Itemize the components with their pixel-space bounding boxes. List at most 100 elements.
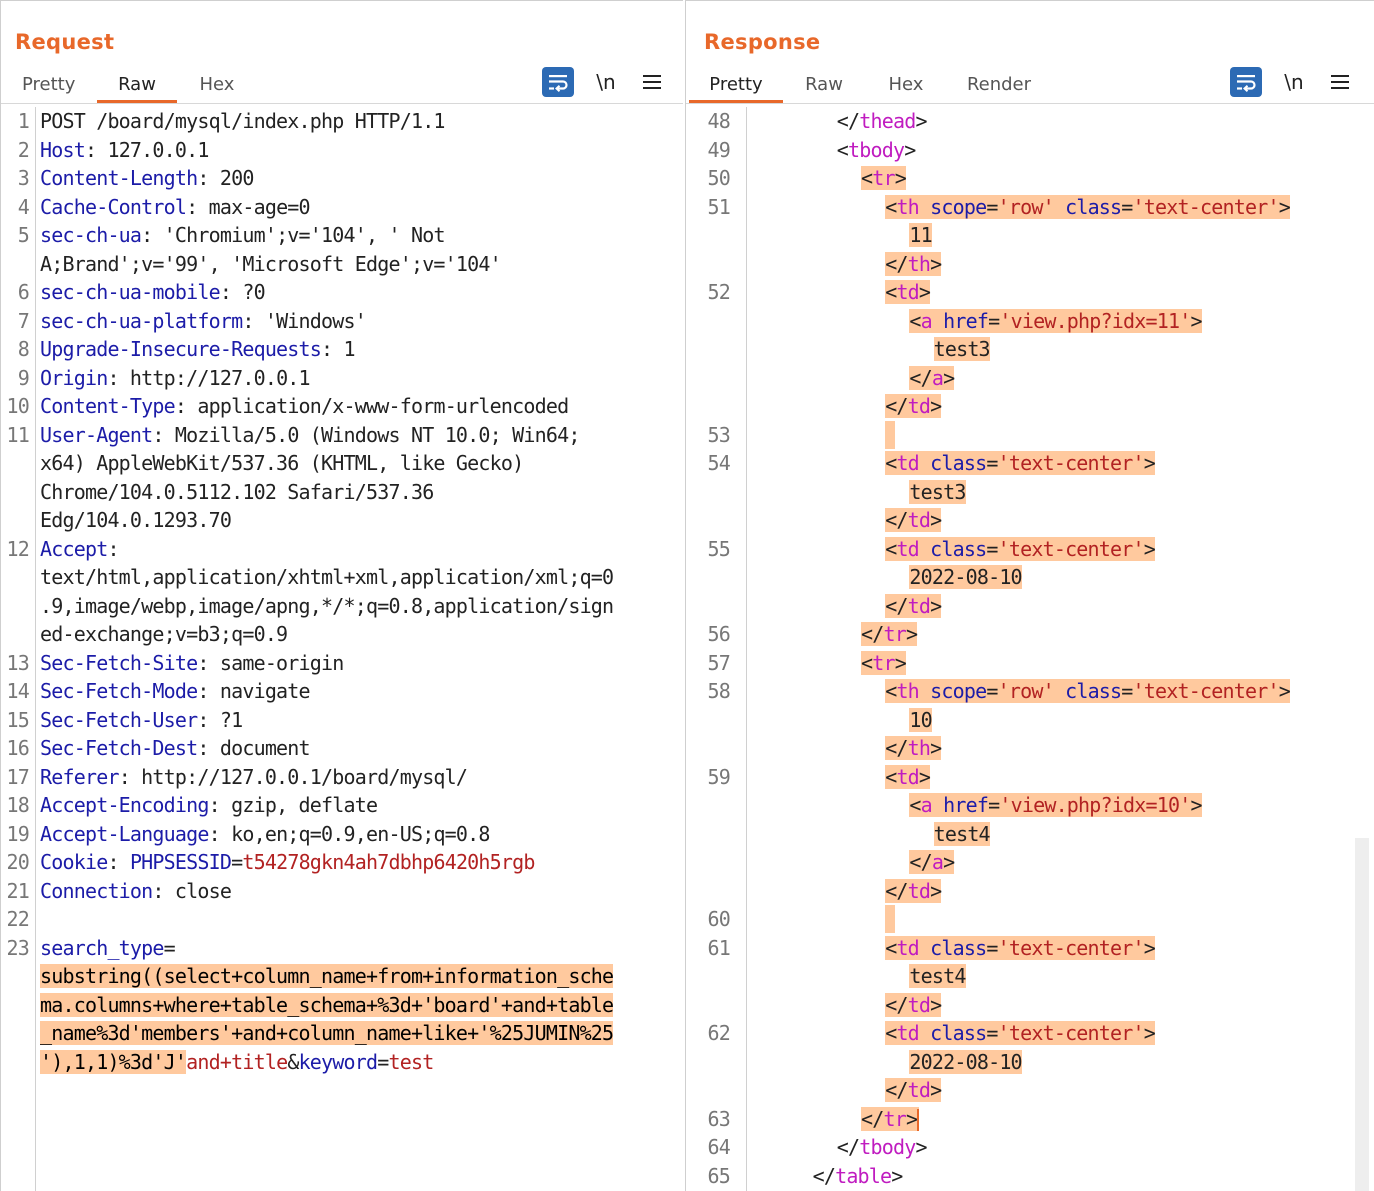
code-token: 10 [909, 707, 932, 732]
word-wrap-icon[interactable] [1230, 67, 1262, 97]
code-token: x64) AppleWebKit/537.36 (KHTML, like Gec… [40, 451, 524, 475]
code-line: 11 [909, 221, 933, 249]
code-line: <td class='text-center'> [885, 1019, 1156, 1047]
code-token: = [986, 194, 998, 219]
code-line: <tr> [861, 649, 907, 677]
line-number: 1 [17, 109, 30, 133]
code-token: 'row' [997, 679, 1055, 703]
line-number [702, 848, 730, 876]
code-token: > [918, 764, 931, 789]
code-line: <a href='view.php?idx=10'> [909, 791, 1203, 819]
code-token: > [1143, 935, 1156, 960]
code-token: td [907, 394, 931, 418]
line-number [702, 592, 730, 620]
code-token: < [861, 166, 873, 190]
line-number: 57 [707, 650, 731, 675]
code-token: .9,image/webp,image/apng,*/*;q=0.8,appli… [40, 593, 614, 618]
code-token: > [918, 280, 931, 304]
code-token: </ [885, 1078, 908, 1102]
line-number [702, 706, 730, 734]
code-token: > [905, 622, 918, 646]
response-title: Response [704, 30, 821, 54]
code-token: </ [836, 109, 860, 133]
menu-icon[interactable] [1329, 67, 1351, 97]
code-token: Sec-Fetch-User [40, 707, 198, 732]
line-number: 54 [707, 451, 731, 475]
code-token: th [896, 194, 919, 219]
code-line [885, 420, 896, 449]
response-tab-pretty[interactable]: Pretty [689, 74, 783, 103]
code-token: : same-origin [197, 650, 344, 675]
response-tab-raw[interactable]: Raw [805, 74, 843, 95]
code-line: <a href='view.php?idx=11'> [909, 307, 1203, 335]
code-token: class [1053, 194, 1122, 219]
response-editor[interactable]: 48</thead>49<tbody>50<tr>51<th scope='ro… [686, 107, 1374, 1191]
line-number [702, 1076, 730, 1104]
code-token: > [1278, 194, 1291, 219]
code-line: '),1,1)%3d'J'and+title&keyword=test [40, 1048, 434, 1076]
code-token: 2022-08-10 [909, 565, 1022, 589]
line-number [1, 563, 29, 591]
code-token: < [861, 650, 873, 675]
line-number [1, 449, 29, 477]
response-scrollbar[interactable] [1355, 838, 1369, 1191]
code-token: Chrome/104.0.5112.102 Safari/537.36 [40, 479, 434, 504]
code-token: Accept [40, 536, 108, 561]
response-tab-render[interactable]: Render [966, 74, 1032, 95]
code-line: <td class='text-center'> [885, 449, 1156, 477]
code-token: : http://127.0.0.1/board/mysql/ [118, 764, 468, 789]
code-token: Accept-Language [40, 821, 209, 846]
code-token: < [885, 280, 897, 304]
code-line: Accept-Language: ko,en;q=0.9,en-US;q=0.8 [40, 820, 490, 848]
code-token: = [986, 451, 998, 475]
code-token: < [885, 764, 897, 789]
menu-icon[interactable] [641, 67, 663, 97]
code-token: Accept-Encoding [40, 793, 209, 817]
request-tab-pretty[interactable]: Pretty [22, 74, 76, 95]
code-line: User-Agent: Mozilla/5.0 (Windows NT 10.0… [40, 421, 580, 449]
line-number [1, 506, 29, 534]
response-tabs: Pretty Raw Hex Render [686, 69, 1374, 104]
line-number [702, 506, 730, 534]
code-token: a [931, 365, 944, 390]
code-token: : 'Chromium';v='104', ' Not [141, 223, 445, 247]
line-number [702, 250, 730, 278]
code-token: search_type [40, 935, 164, 960]
line-number: 3 [17, 166, 30, 190]
code-token: Host [40, 137, 86, 162]
code-line: A;Brand';v='99', 'Microsoft Edge';v='104… [40, 250, 502, 278]
line-number: 64 [707, 1135, 731, 1159]
code-token: : [107, 850, 130, 874]
newline-toggle-icon[interactable]: \n [1284, 70, 1304, 94]
code-token: 'view.php?idx=10' [999, 793, 1191, 817]
code-token: < [885, 935, 897, 960]
code-line: Edg/104.0.1293.70 [40, 506, 232, 534]
line-number [702, 364, 730, 392]
code-token: and+title [186, 1049, 288, 1074]
line-number [702, 307, 730, 335]
code-line: </td> [885, 877, 942, 905]
code-token: = [986, 935, 998, 960]
code-token: : http://127.0.0.1 [107, 365, 310, 390]
line-number: 50 [707, 166, 731, 190]
code-line: Origin: http://127.0.0.1 [40, 364, 311, 392]
code-line: .9,image/webp,image/apng,*/*;q=0.8,appli… [40, 592, 614, 620]
request-tab-hex[interactable]: Hex [199, 74, 235, 95]
code-line: ed-exchange;v=b3;q=0.9 [40, 620, 288, 648]
code-token: sec-ch-ua [40, 223, 142, 247]
code-token: > [915, 1135, 928, 1159]
line-number: 23 [6, 935, 30, 960]
line-number: 14 [6, 679, 30, 703]
line-number [1, 1019, 29, 1047]
code-token: </ [885, 394, 908, 418]
newline-toggle-icon[interactable]: \n [596, 70, 616, 94]
response-tab-hex[interactable]: Hex [888, 74, 924, 95]
line-number: 16 [6, 736, 30, 760]
code-line: </tr> [861, 1105, 920, 1133]
code-token: > [943, 365, 955, 390]
code-token: text/html,application/xhtml+xml,applicat… [40, 565, 614, 589]
request-tab-raw[interactable]: Raw [97, 74, 177, 103]
word-wrap-icon[interactable] [542, 67, 574, 97]
line-number: 21 [6, 878, 30, 903]
